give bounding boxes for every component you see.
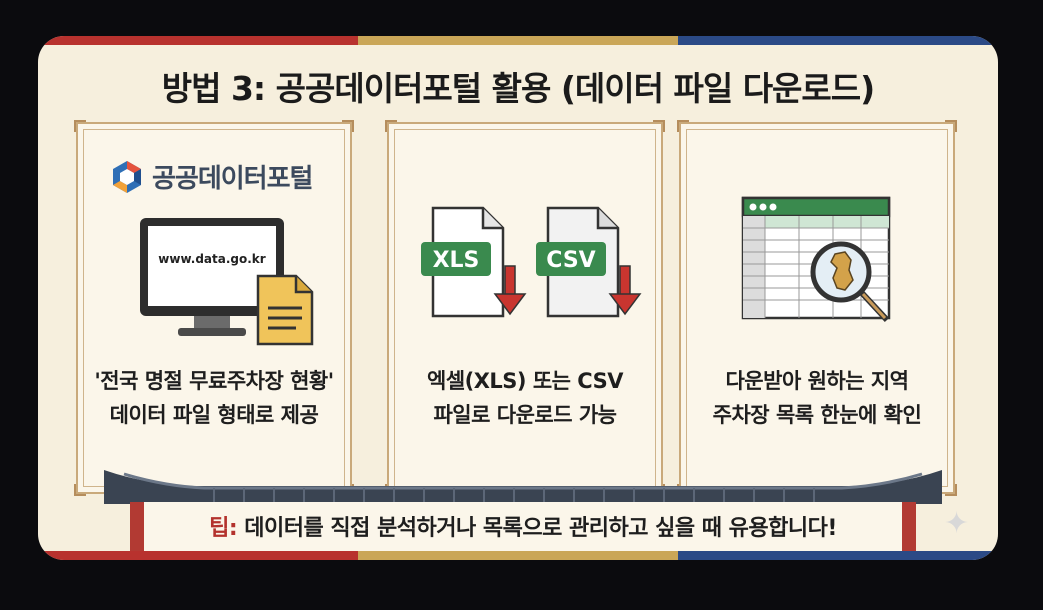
csv-label: CSV [546,248,595,273]
xls-label: XLS [433,248,480,273]
bottom-color-band [38,551,998,560]
caption-line: 엑셀(XLS) 또는 CSV [427,369,623,393]
monitor-icon: www.data.go.kr [140,218,284,336]
top-color-band [38,36,998,45]
download-arrow-icon [608,265,642,316]
csv-file-icon: CSV [536,206,642,318]
tip-label: 팁: [209,516,238,541]
tip-body: 데이터를 직접 분석하거나 목록으로 관리하고 싶을 때 유용합니다! [237,516,837,541]
korea-map-icon [830,251,854,291]
tip-sign: 팁: 데이터를 직접 분석하거나 목록으로 관리하고 싶을 때 유용합니다! [130,502,916,560]
sparkle-icon: ✦ [944,506,970,541]
portal-logo: 공공데이터포털 [110,158,313,195]
tip-text: 팁: 데이터를 직접 분석하거나 목록으로 관리하고 싶을 때 유용합니다! [144,510,902,542]
url-text: www.data.go.kr [158,252,266,266]
panel-portal-caption: '전국 명절 무료주차장 현황' 데이터 파일 형태로 제공 [78,364,350,432]
panel-download: XLS CSV 엑셀(XLS) 또는 CSV 파일로 다운로드 가능 [385,120,665,496]
panel-portal: 공공데이터포털 www.data.go.kr '전국 명절 무료주차장 현황' … [74,120,354,496]
caption-line: 파일로 다운로드 가능 [433,403,617,427]
panel-download-caption: 엑셀(XLS) 또는 CSV 파일로 다운로드 가능 [389,364,661,432]
spreadsheet-icon [741,196,891,323]
download-arrow-icon [493,265,527,316]
xls-file-icon: XLS [421,206,527,318]
magnifier-icon [810,241,890,323]
page-title: 방법 3: 공공데이터포털 활용 (데이터 파일 다운로드) [161,69,875,108]
roof-decoration [104,470,942,504]
caption-line: '전국 명절 무료주차장 현황' [94,369,334,393]
panel-browse-caption: 다운받아 원하는 지역 주차장 목록 한눈에 확인 [681,364,953,432]
caption-line: 주차장 목록 한눈에 확인 [712,403,922,427]
caption-line: 데이터 파일 형태로 제공 [109,403,319,427]
caption-line: 다운받아 원하는 지역 [725,369,909,393]
document-icon [256,274,314,346]
portal-logo-text: 공공데이터포털 [152,164,313,194]
infographic-card: 방법 3: 공공데이터포털 활용 (데이터 파일 다운로드) 공공데이터포털 w… [38,36,998,560]
portal-logo-icon [113,160,141,193]
panel-browse: 다운받아 원하는 지역 주차장 목록 한눈에 확인 [677,120,957,496]
